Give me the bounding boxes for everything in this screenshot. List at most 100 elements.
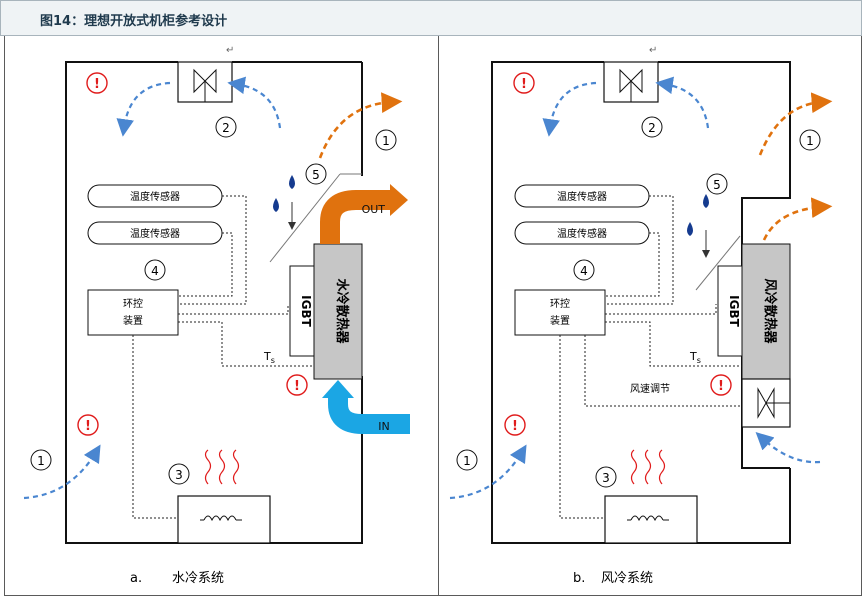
svg-text:3: 3 [175, 468, 183, 482]
signal-wires [132, 195, 314, 519]
ts-label: Ts [689, 350, 701, 365]
caption-text: 水冷系统 [172, 571, 224, 586]
svg-text:!: ! [718, 379, 724, 394]
callout-2: 2 [215, 116, 237, 138]
leader-line [269, 173, 341, 263]
controller-label-1: 环控 [123, 297, 143, 310]
inlet-air-arrow [449, 444, 527, 500]
callout-3: 3 [595, 466, 617, 488]
igbt-label: IGBT [727, 295, 741, 327]
temp-sensor-1-label: 温度传感器 [130, 190, 180, 203]
igbt-label: IGBT [299, 295, 313, 327]
controller-label-2: 装置 [550, 314, 570, 327]
top-fan-icon [603, 61, 659, 103]
svg-text:!: ! [521, 77, 527, 92]
callout-5: 5 [305, 163, 327, 185]
water-in-pipe [328, 396, 410, 434]
temp-sensor-2-label: 温度传感器 [557, 227, 607, 240]
water-in-arrowhead [322, 380, 354, 398]
hot-air-arrow [318, 92, 403, 159]
heater-icon [177, 495, 271, 544]
svg-text:1: 1 [463, 454, 471, 468]
svg-text:2: 2 [648, 121, 656, 135]
svg-text:4: 4 [151, 264, 159, 278]
hot-air-arrow-radiator [762, 197, 833, 241]
svg-text:!: ! [85, 419, 91, 434]
warning-icon: ! [286, 374, 308, 396]
callout-4: 4 [144, 259, 166, 281]
intake-arrow-top [227, 76, 282, 129]
controller-label-1: 环控 [550, 297, 570, 310]
callout-1-bottom: 1 [456, 449, 478, 471]
inlet-air-arrow [23, 444, 101, 500]
callout-1-bottom: 1 [30, 449, 52, 471]
callout-1: 1 [375, 129, 397, 151]
controller-box [87, 289, 179, 336]
radiator-inlet-arrow [755, 432, 821, 464]
radiator-label: 风冷散热器 [762, 278, 778, 344]
heat-waves-icon [630, 449, 666, 485]
callout-2: 2 [641, 116, 663, 138]
radiator-label: 水冷散热器 [334, 278, 350, 344]
exhaust-arrow-left [116, 81, 171, 137]
fan-speed-label: 风速调节 [630, 383, 670, 395]
callout-4: 4 [573, 259, 595, 281]
callout-3: 3 [168, 463, 190, 485]
cabinet-outline [491, 61, 791, 544]
warning-icon: ! [710, 374, 732, 396]
svg-text:1: 1 [382, 134, 390, 148]
svg-text:!: ! [94, 77, 100, 92]
water-out-pipe [320, 190, 392, 244]
caption-letter: b. [573, 571, 585, 586]
controller-box [514, 289, 606, 336]
caption-text: 风冷系统 [601, 571, 653, 586]
figure-title-bar: 图14：理想开放式机柜参考设计 [0, 0, 862, 36]
water-drop-icon [687, 222, 693, 236]
small-mark: ↵ [226, 45, 234, 56]
callout-1: 1 [799, 129, 821, 151]
water-drop-icon [273, 198, 279, 212]
heater-icon [604, 495, 698, 544]
svg-text:4: 4 [580, 264, 588, 278]
hot-air-arrow [758, 92, 833, 156]
temp-sensor-1-label: 温度传感器 [557, 190, 607, 203]
signal-wires [559, 195, 754, 519]
svg-text:1: 1 [806, 134, 814, 148]
water-drop-icon [289, 175, 295, 189]
svg-text:1: 1 [37, 454, 45, 468]
svg-text:3: 3 [602, 471, 610, 485]
temp-sensor-2-label: 温度传感器 [130, 227, 180, 240]
cabinet-outline [65, 61, 363, 544]
svg-text:!: ! [294, 379, 300, 394]
out-label: OUT [362, 203, 386, 216]
callout-5: 5 [706, 173, 728, 195]
igbt-module [717, 265, 743, 357]
in-label: IN [378, 420, 389, 433]
controller-label-2: 装置 [123, 314, 143, 327]
top-fan-icon [177, 61, 233, 103]
warning-icon: ! [513, 72, 535, 94]
heat-waves-icon [204, 449, 240, 485]
exhaust-arrow-left [542, 81, 597, 137]
ts-label: Ts [263, 350, 275, 365]
svg-text:5: 5 [713, 178, 721, 192]
water-out-arrowhead [390, 184, 408, 216]
water-radiator [313, 243, 363, 380]
figure-frame [4, 36, 862, 596]
radiator-fan-icon [741, 378, 791, 428]
small-mark: ↵ [649, 45, 657, 56]
figure-title: 图14：理想开放式机柜参考设计 [40, 14, 228, 29]
warning-icon: ! [86, 72, 108, 94]
intake-arrow-top [655, 76, 710, 129]
svg-text:!: ! [512, 419, 518, 434]
svg-text:5: 5 [312, 168, 320, 182]
svg-text:2: 2 [222, 121, 230, 135]
panel-air-cooling: ↵ ! ! ! 2 1 [449, 45, 833, 586]
leader-line [695, 235, 741, 291]
panel-water-cooling: ↵ ! ! ! 2 1 [23, 45, 410, 586]
caption-letter: a. [130, 571, 142, 586]
warning-icon: ! [77, 414, 99, 436]
warning-icon: ! [504, 414, 526, 436]
panel-divider [438, 36, 439, 596]
